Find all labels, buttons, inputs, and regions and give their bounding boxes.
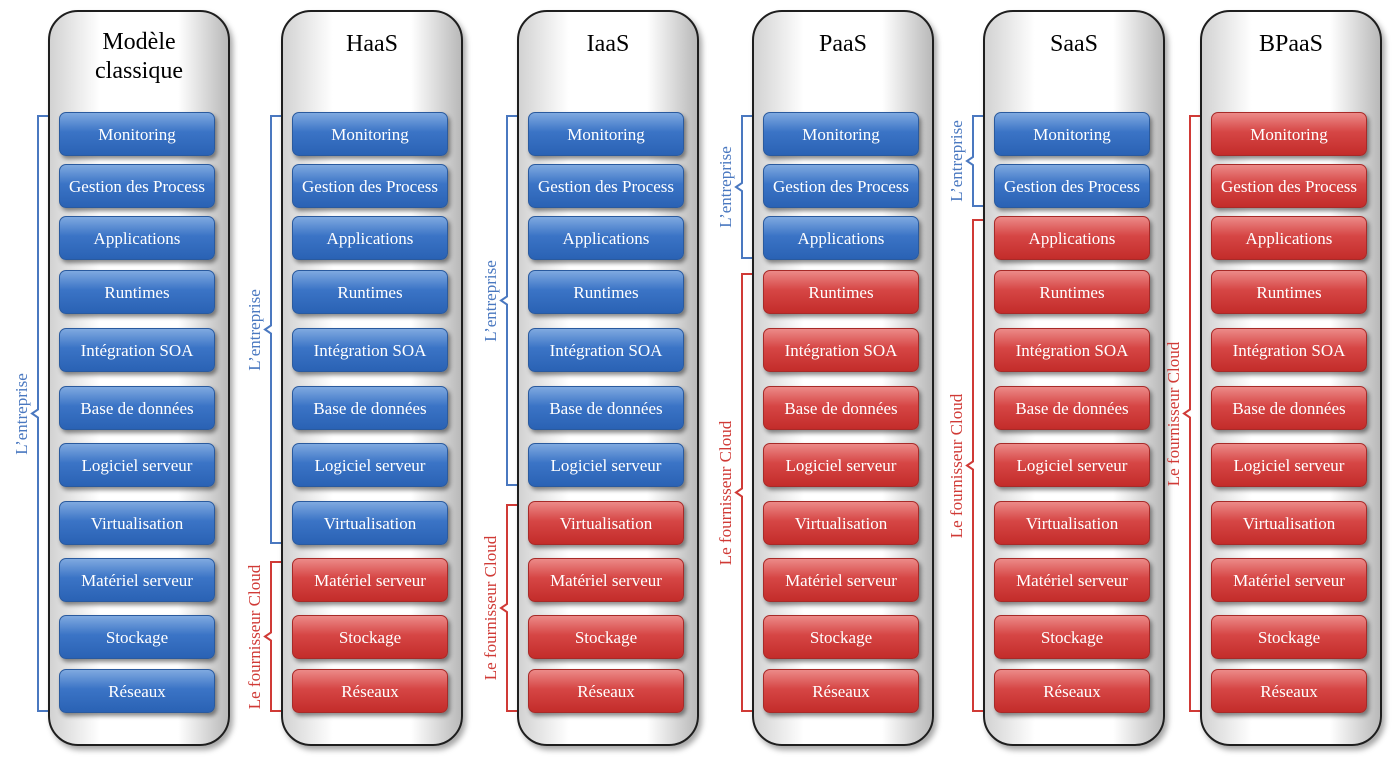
layer-logiciel-serveur: Logiciel serveur [1211,443,1367,487]
layer-logiciel-serveur: Logiciel serveur [763,443,919,487]
column-title: SaaS [1050,31,1098,57]
bracket-provider [1182,115,1200,712]
layer-runtimes: Runtimes [59,270,215,314]
bracket-label-enterprise: L’entreprise [716,146,735,228]
layer-virtualisation: Virtualisation [1211,501,1367,545]
layer-applications: Applications [763,216,919,260]
layer-monitoring: Monitoring [1211,112,1367,156]
layer-base-de-donnees: Base de données [763,386,919,430]
layer-monitoring: Monitoring [994,112,1150,156]
bracket-label-enterprise: L’entreprise [481,259,500,342]
layer-runtimes: Runtimes [292,270,448,314]
bracket-enterprise [499,115,517,486]
layer-logiciel-serveur: Logiciel serveur [292,443,448,487]
layer-reseaux: Réseaux [763,669,919,713]
layer-materiel-serveur: Matériel serveur [1211,558,1367,602]
bracket-provider [965,219,983,712]
layer-virtualisation: Virtualisation [994,501,1150,545]
layer-reseaux: Réseaux [1211,669,1367,713]
layer-monitoring: Monitoring [528,112,684,156]
layer-stockage: Stockage [59,615,215,659]
layer-integration-soa: Intégration SOA [763,328,919,372]
bracket-enterprise [965,115,983,207]
layer-monitoring: Monitoring [292,112,448,156]
bracket-label-enterprise: L’entreprise [12,372,31,455]
layer-gestion-des-process: Gestion des Process [59,164,215,208]
layer-applications: Applications [59,216,215,260]
layer-gestion-des-process: Gestion des Process [292,164,448,208]
bracket-label-provider: Le fournisseur Cloud [1164,341,1183,486]
layer-logiciel-serveur: Logiciel serveur [528,443,684,487]
bracket-enterprise [30,115,48,712]
layer-gestion-des-process: Gestion des Process [528,164,684,208]
bracket-enterprise [263,115,281,544]
layer-integration-soa: Intégration SOA [528,328,684,372]
layer-integration-soa: Intégration SOA [994,328,1150,372]
layer-applications: Applications [528,216,684,260]
layer-gestion-des-process: Gestion des Process [1211,164,1367,208]
layer-stockage: Stockage [763,615,919,659]
layer-runtimes: Runtimes [528,270,684,314]
column-title: IaaS [586,31,630,57]
layer-materiel-serveur: Matériel serveur [292,558,448,602]
layer-materiel-serveur: Matériel serveur [763,558,919,602]
layer-reseaux: Réseaux [59,669,215,713]
bracket-enterprise [734,115,752,259]
bracket-provider [734,273,752,712]
bracket-label-provider: Le fournisseur Cloud [947,393,966,538]
layer-runtimes: Runtimes [1211,270,1367,314]
layer-stockage: Stockage [528,615,684,659]
layer-applications: Applications [292,216,448,260]
bracket-label-provider: Le fournisseur Cloud [716,420,735,565]
layer-materiel-serveur: Matériel serveur [994,558,1150,602]
layer-materiel-serveur: Matériel serveur [528,558,684,602]
layer-materiel-serveur: Matériel serveur [59,558,215,602]
layer-virtualisation: Virtualisation [528,501,684,545]
layer-stockage: Stockage [292,615,448,659]
layer-base-de-donnees: Base de données [528,386,684,430]
layer-integration-soa: Intégration SOA [292,328,448,372]
layer-logiciel-serveur: Logiciel serveur [59,443,215,487]
bracket-provider [263,561,281,712]
layer-base-de-donnees: Base de données [292,386,448,430]
column-title: PaaS [819,31,867,57]
layer-virtualisation: Virtualisation [763,501,919,545]
bracket-label-enterprise: L’entreprise [947,120,966,202]
bracket-provider [499,504,517,712]
layer-applications: Applications [1211,216,1367,260]
layer-runtimes: Runtimes [994,270,1150,314]
layer-integration-soa: Intégration SOA [1211,328,1367,372]
layer-virtualisation: Virtualisation [59,501,215,545]
layer-base-de-donnees: Base de données [1211,386,1367,430]
bracket-label-provider: Le fournisseur Cloud [481,535,500,681]
bracket-label-provider: Le fournisseur Cloud [245,564,264,709]
layer-reseaux: Réseaux [528,669,684,713]
layer-applications: Applications [994,216,1150,260]
layer-runtimes: Runtimes [763,270,919,314]
column-title: Modèle classique [95,29,183,84]
column-title: BPaaS [1258,31,1323,57]
column-title: HaaS [346,31,398,57]
layer-reseaux: Réseaux [292,669,448,713]
layer-base-de-donnees: Base de données [59,386,215,430]
bracket-label-enterprise: L’entreprise [245,288,264,371]
layer-logiciel-serveur: Logiciel serveur [994,443,1150,487]
layer-virtualisation: Virtualisation [292,501,448,545]
layer-stockage: Stockage [1211,615,1367,659]
layer-gestion-des-process: Gestion des Process [994,164,1150,208]
layer-monitoring: Monitoring [763,112,919,156]
layer-integration-soa: Intégration SOA [59,328,215,372]
layer-stockage: Stockage [994,615,1150,659]
layer-monitoring: Monitoring [59,112,215,156]
layer-gestion-des-process: Gestion des Process [763,164,919,208]
layer-reseaux: Réseaux [994,669,1150,713]
layer-base-de-donnees: Base de données [994,386,1150,430]
